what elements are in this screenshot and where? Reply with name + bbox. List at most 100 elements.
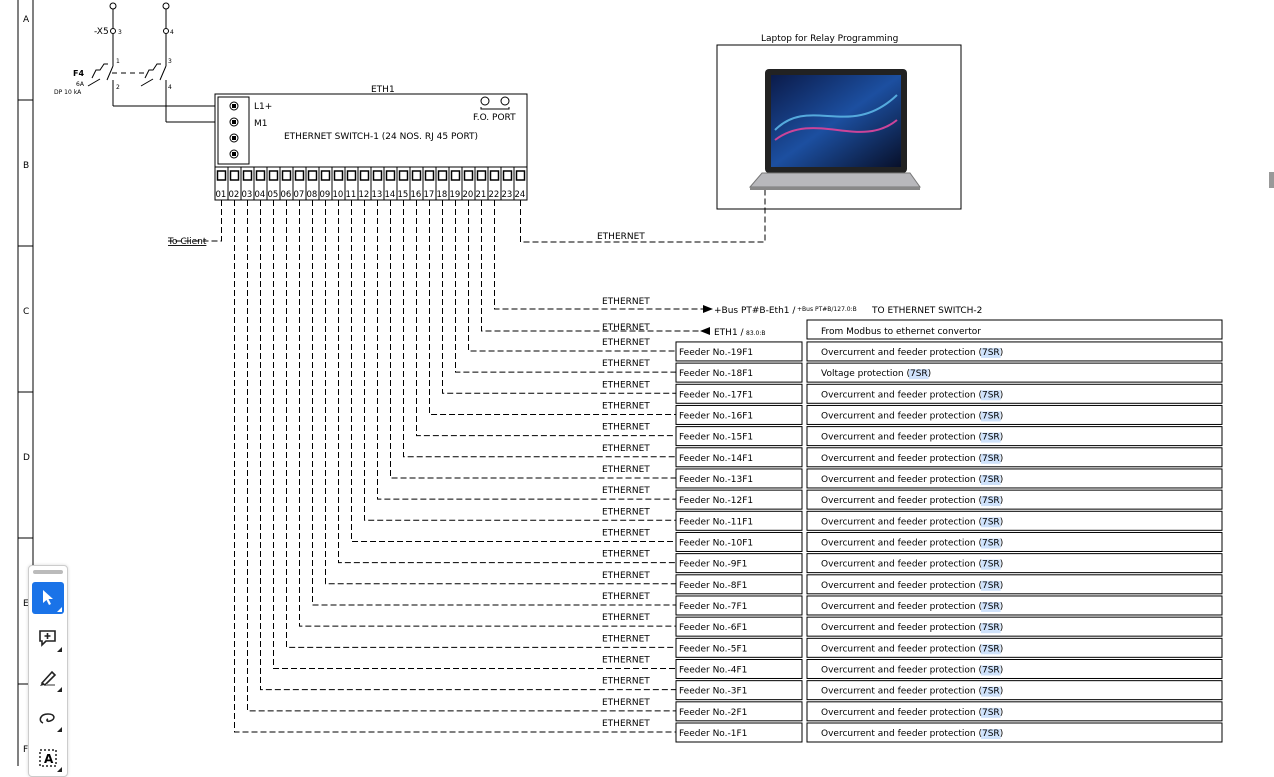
text-highlight [980,432,1001,443]
ethernet-cable [247,200,676,712]
close-paren: ) [1000,560,1004,570]
ethernet-label: ETHERNET [602,444,650,454]
port-number: 21 [476,190,487,200]
ethernet-cable [234,200,676,733]
feeder-name: Feeder No.-16F1 [679,411,753,421]
feeder-description: Overcurrent and feeder protection (7SR) [821,581,1003,591]
screen-wave [774,94,898,131]
switch2-destination: TO ETHERNET SWITCH-2 [871,306,982,316]
m1-label: M1 [254,119,268,129]
port-number: 18 [437,190,448,200]
feeder-name: Feeder No.-10F1 [679,538,753,548]
feeder-name: Feeder No.-2F1 [679,708,747,718]
port-number: 02 [229,190,240,200]
close-paren: ) [1000,687,1004,697]
rj45-port-icon [450,170,461,181]
toolbar-drag-handle[interactable] [33,570,63,574]
feeder-desc-box [806,574,1223,595]
ethernet-label: ETHERNET [602,550,650,560]
switch2-subreference: +Bus PT#B/127.0:B [797,306,857,313]
close-paren: ) [1000,602,1004,612]
description-text: Overcurrent and feeder protection ( [821,623,982,633]
feeder-desc-box [806,722,1223,743]
ethernet-cable [299,200,676,627]
relay-type-highlight: 7SR [982,581,1000,591]
fo-port-icon [500,96,510,106]
close-paren: ) [1000,496,1004,506]
ethernet-cable [416,200,676,437]
feeder-description: Overcurrent and feeder protection (7SR) [821,390,1003,400]
relay-type-highlight: 7SR [982,348,1000,358]
ethernet-label: ETHERNET [602,507,650,517]
connector-terminal [229,101,239,111]
relay-type-highlight: 7SR [982,729,1000,739]
feeder-name-box [675,701,803,722]
port-number: 20 [463,190,474,200]
rj45-port-icon [346,170,357,181]
annotation-toolbar: A [28,565,68,777]
cursor-arrow-icon [43,590,53,605]
description-text: Overcurrent and feeder protection ( [821,517,982,527]
rj45-port-icon [359,170,370,181]
rj45-port-icon [515,170,526,181]
ethernet-label: ETHERNET [602,571,650,581]
select-tool-button[interactable] [32,582,64,614]
ethernet-cable [442,200,676,394]
feeder-desc-box [806,404,1223,425]
port-number: 10 [333,190,344,200]
modbus-subreference: 83.0:B [746,330,766,337]
feeder-name-box [675,447,803,468]
feeder-name: Feeder No.-8F1 [679,581,747,591]
ethernet-cable [273,200,676,669]
text-box-button[interactable]: A [32,742,64,774]
rj45-port-icon [476,170,487,181]
description-text: Overcurrent and feeder protection ( [821,560,982,570]
ethernet-cable [429,200,676,415]
text-highlight [980,559,1001,570]
text-highlight [980,644,1001,655]
feeder-desc-box [806,658,1223,679]
ethernet-label: ETHERNET [602,423,650,433]
feeder-name-box [675,362,803,383]
relay-type-highlight: 7SR [982,560,1000,570]
feeder-description: Overcurrent and feeder protection (7SR) [821,644,1003,654]
ethernet-cable [468,200,676,352]
connector-pin [232,120,236,124]
feeder-name-box [675,616,803,637]
highlight-tool-button[interactable] [32,662,64,694]
ethernet-cable [286,200,676,648]
feeder-desc-box [806,680,1223,701]
freehand-draw-button[interactable] [32,702,64,734]
frame-row-label: D [23,453,30,463]
modbus-description: From Modbus to ethernet convertor [821,327,981,337]
feeder-desc-box [806,531,1223,552]
feeder-name-box [675,637,803,658]
ethernet-cable [520,185,766,243]
feeder-description: Overcurrent and feeder protection (7SR) [821,623,1003,633]
close-paren: ) [1000,433,1004,443]
add-comment-button[interactable] [32,622,64,654]
power-connector [217,96,250,165]
description-text: Overcurrent and feeder protection ( [821,390,982,400]
scrollbar-thumb[interactable] [1269,172,1274,188]
ethernet-label: ETHERNET [602,401,650,411]
port-number: 16 [411,190,422,200]
port-number: 23 [502,190,513,200]
text-highlight [980,601,1001,612]
feeder-description: Overcurrent and feeder protection (7SR) [821,496,1003,506]
modbus-reference: ETH1 / [714,328,745,338]
port-number: 24 [515,190,526,200]
ethernet-cable [481,200,700,332]
rj45-port-icon [294,170,305,181]
text-highlight [980,411,1001,422]
close-paren: ) [1000,644,1004,654]
feeder-name: Feeder No.-14F1 [679,454,753,464]
breaker-pin: 2 [116,84,120,91]
port-number: 04 [255,190,266,200]
feeder-name: Feeder No.-4F1 [679,665,747,675]
ethernet-cable [364,200,676,521]
close-paren: ) [1000,623,1004,633]
ethernet-cable [455,200,676,373]
ethernet-cable [168,200,222,242]
